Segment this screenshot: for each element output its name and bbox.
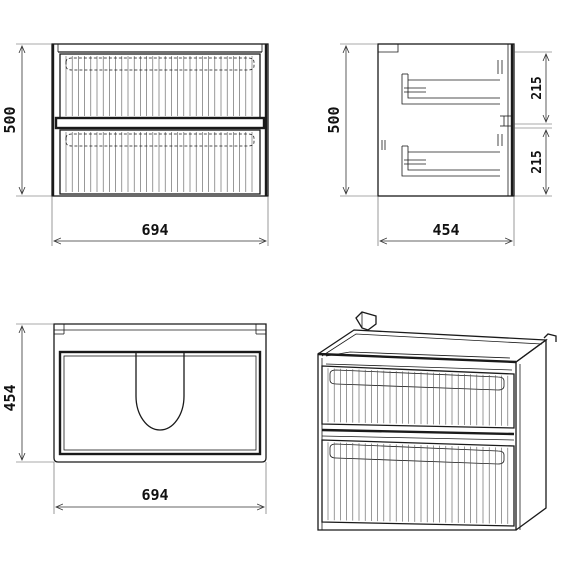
iso-wall-bracket-left: [355, 311, 377, 331]
side-drawer-top-label: 215: [530, 76, 545, 99]
top-body-outline: [53, 323, 267, 463]
iso-wall-bracket-right: [543, 333, 557, 342]
side-height-label: 500: [325, 106, 343, 133]
side-body-outline: [377, 43, 515, 197]
front-lower-handle: [65, 133, 255, 147]
isometric-view: [317, 311, 557, 531]
side-upper-drawer-box: [401, 74, 500, 105]
side-depth-dimension: 454: [377, 196, 515, 246]
iso-lower-handle: [329, 443, 505, 465]
side-depth-label: 454: [432, 221, 459, 239]
iso-upper-drawer: [321, 365, 515, 429]
front-upper-drawer: [59, 53, 261, 119]
top-width-dimension: 694: [53, 462, 267, 514]
top-inner-box: [58, 350, 262, 456]
top-siphon-cutout: [135, 352, 185, 431]
side-lower-drawer-box: [401, 146, 500, 177]
front-upper-handle: [65, 57, 255, 71]
front-upper-grooves: [65, 56, 253, 116]
top-width-label: 694: [141, 486, 168, 504]
front-lower-grooves: [65, 132, 253, 192]
front-width-label: 694: [141, 221, 168, 239]
front-width-dimension: 694: [51, 196, 269, 246]
iso-lower-drawer: [321, 439, 515, 527]
top-depth-label: 454: [1, 384, 19, 411]
top-depth-dimension: 454: [1, 323, 54, 463]
iso-drawer-grooves: [327, 368, 509, 524]
side-view: [377, 43, 515, 197]
front-view: [51, 43, 269, 197]
side-drawer-dimensions: 215 215: [514, 51, 552, 197]
front-height-dimension: 500: [1, 43, 52, 197]
iso-top-edge: [317, 329, 548, 363]
iso-front-face: [317, 353, 517, 531]
front-height-label: 500: [1, 106, 19, 133]
front-middle-rail: [54, 116, 266, 130]
iso-upper-handle: [329, 369, 505, 391]
top-view: [53, 323, 267, 463]
front-lower-drawer: [59, 129, 261, 195]
side-drawer-bottom-label: 215: [530, 150, 545, 173]
iso-right-side: [515, 338, 547, 531]
side-height-dimension: 500: [325, 43, 378, 197]
